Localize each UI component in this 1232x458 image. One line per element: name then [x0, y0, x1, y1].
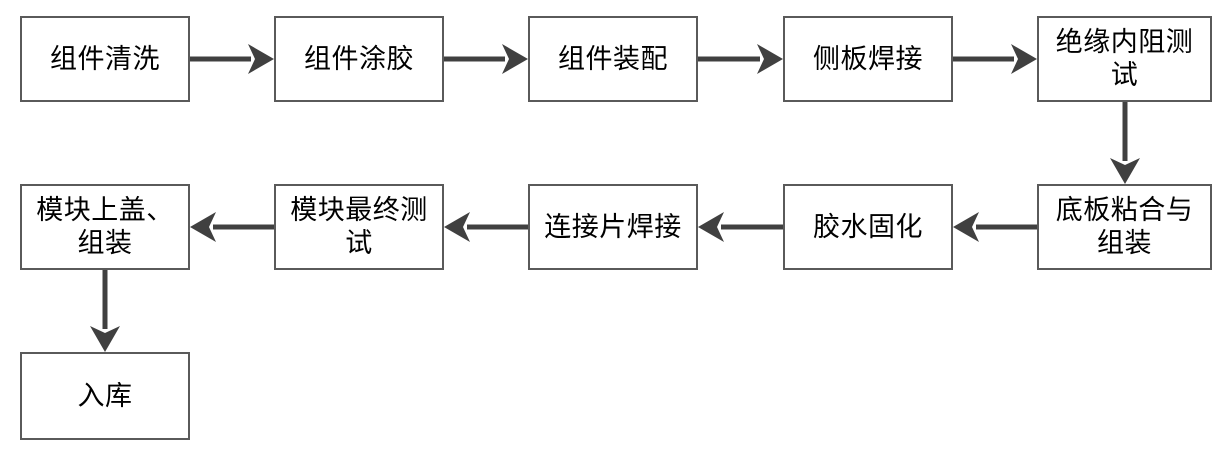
process-node-n5[interactable]: 绝缘内阻测 试 — [1037, 16, 1212, 102]
process-node-label: 底板粘合与 组装 — [1055, 195, 1194, 258]
process-node-n9[interactable]: 模块最终测 试 — [274, 184, 444, 270]
process-node-label: 模块上盖、 组装 — [36, 195, 174, 258]
process-node-n8[interactable]: 连接片焊接 — [528, 184, 698, 270]
process-node-label: 绝缘内阻测 试 — [1055, 27, 1194, 90]
process-node-label: 侧板焊接 — [813, 43, 923, 74]
process-node-label: 模块最终测 试 — [290, 195, 428, 258]
process-node-n3[interactable]: 组件装配 — [528, 16, 698, 102]
process-node-label: 组件清洗 — [50, 43, 160, 74]
process-node-n4[interactable]: 侧板焊接 — [783, 16, 953, 102]
process-node-label: 连接片焊接 — [544, 211, 682, 242]
process-node-n10[interactable]: 模块上盖、 组装 — [20, 184, 190, 270]
process-node-label: 组件涂胶 — [304, 43, 414, 74]
process-node-n11[interactable]: 入库 — [20, 352, 190, 440]
process-node-n7[interactable]: 胶水固化 — [783, 184, 953, 270]
process-node-n6[interactable]: 底板粘合与 组装 — [1037, 184, 1212, 270]
process-node-n2[interactable]: 组件涂胶 — [274, 16, 444, 102]
process-node-label: 组件装配 — [558, 43, 668, 74]
process-node-n1[interactable]: 组件清洗 — [20, 16, 190, 102]
process-node-label: 入库 — [77, 380, 133, 411]
process-node-label: 胶水固化 — [813, 211, 923, 242]
